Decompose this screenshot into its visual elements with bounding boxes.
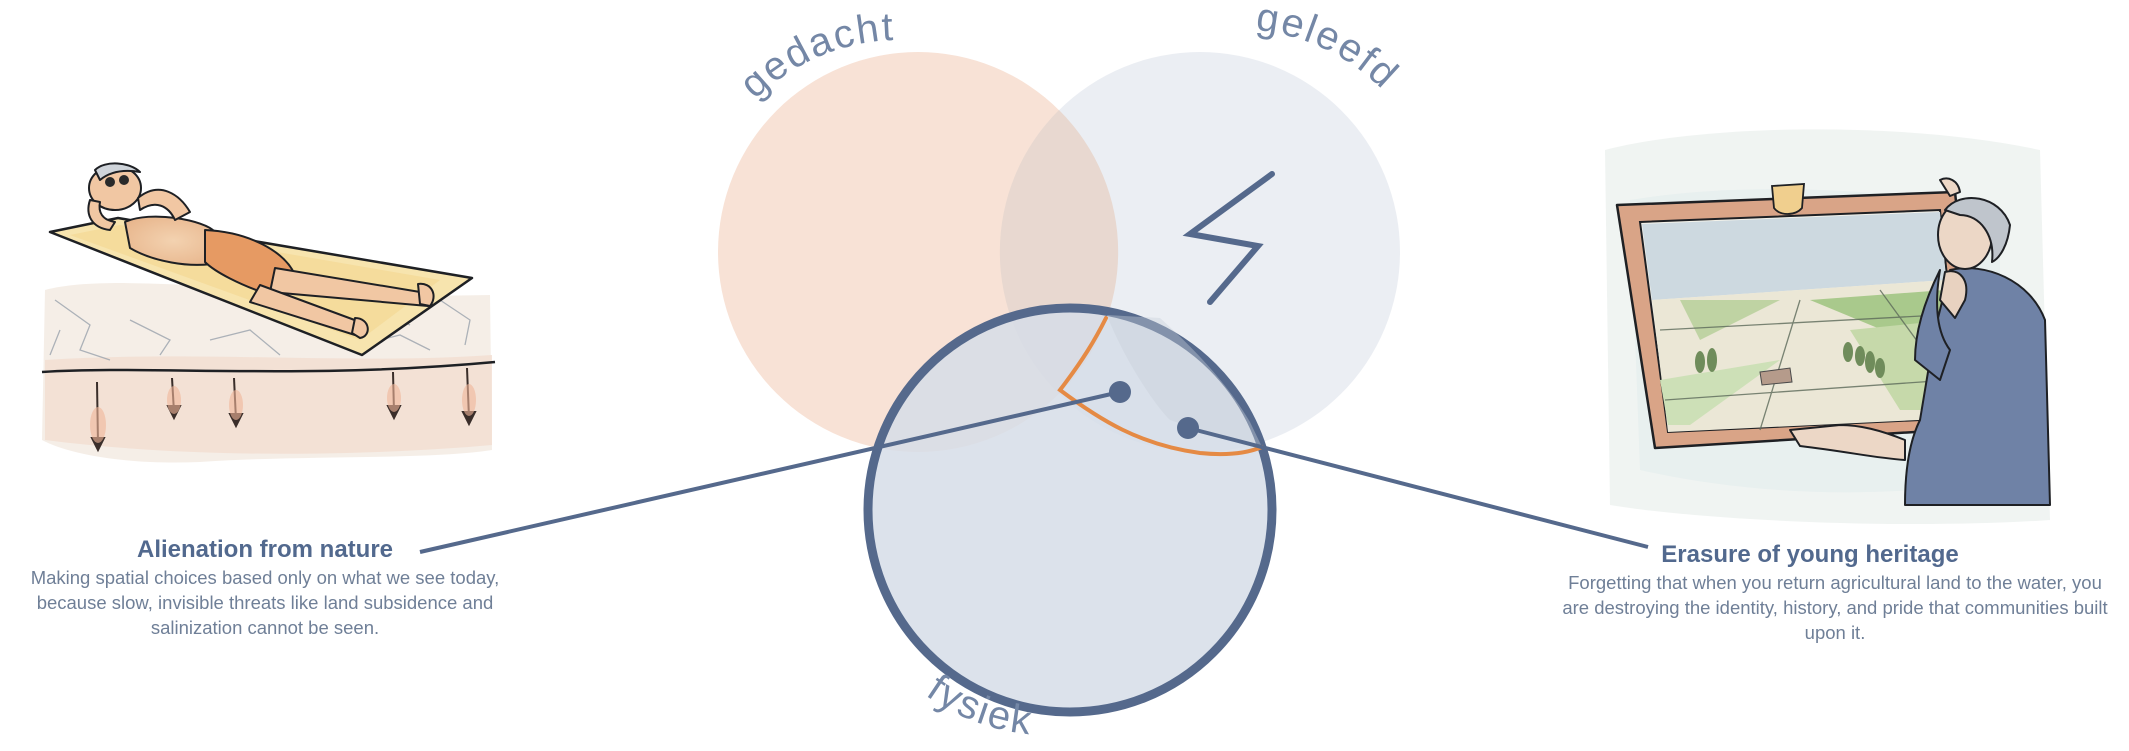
triple-overlap (1107, 315, 1262, 447)
callout-left-title: Alienation from nature (136, 536, 394, 563)
sunbathing-man (87, 162, 435, 339)
connector-left-dot (1109, 381, 1131, 403)
callout-right-title: Erasure of young heritage (1661, 541, 1959, 568)
highlight-outline (1057, 316, 1264, 457)
circle-fysiek (863, 303, 1277, 717)
picture-frame (1615, 183, 1982, 450)
lightning-icon (1182, 171, 1275, 305)
connector-right-dot (1177, 417, 1199, 439)
ground-line (41, 360, 496, 374)
callout-left-body: Making spatial choices based only on wha… (30, 567, 500, 638)
connector-right (1187, 426, 1649, 549)
sunbather-illustration (41, 162, 496, 463)
heritage-illustration (1605, 129, 2051, 525)
elderly-man (1789, 177, 2051, 506)
connector-left (419, 390, 1121, 554)
callout-right-body: Forgetting that when you return agricult… (1562, 572, 2108, 643)
